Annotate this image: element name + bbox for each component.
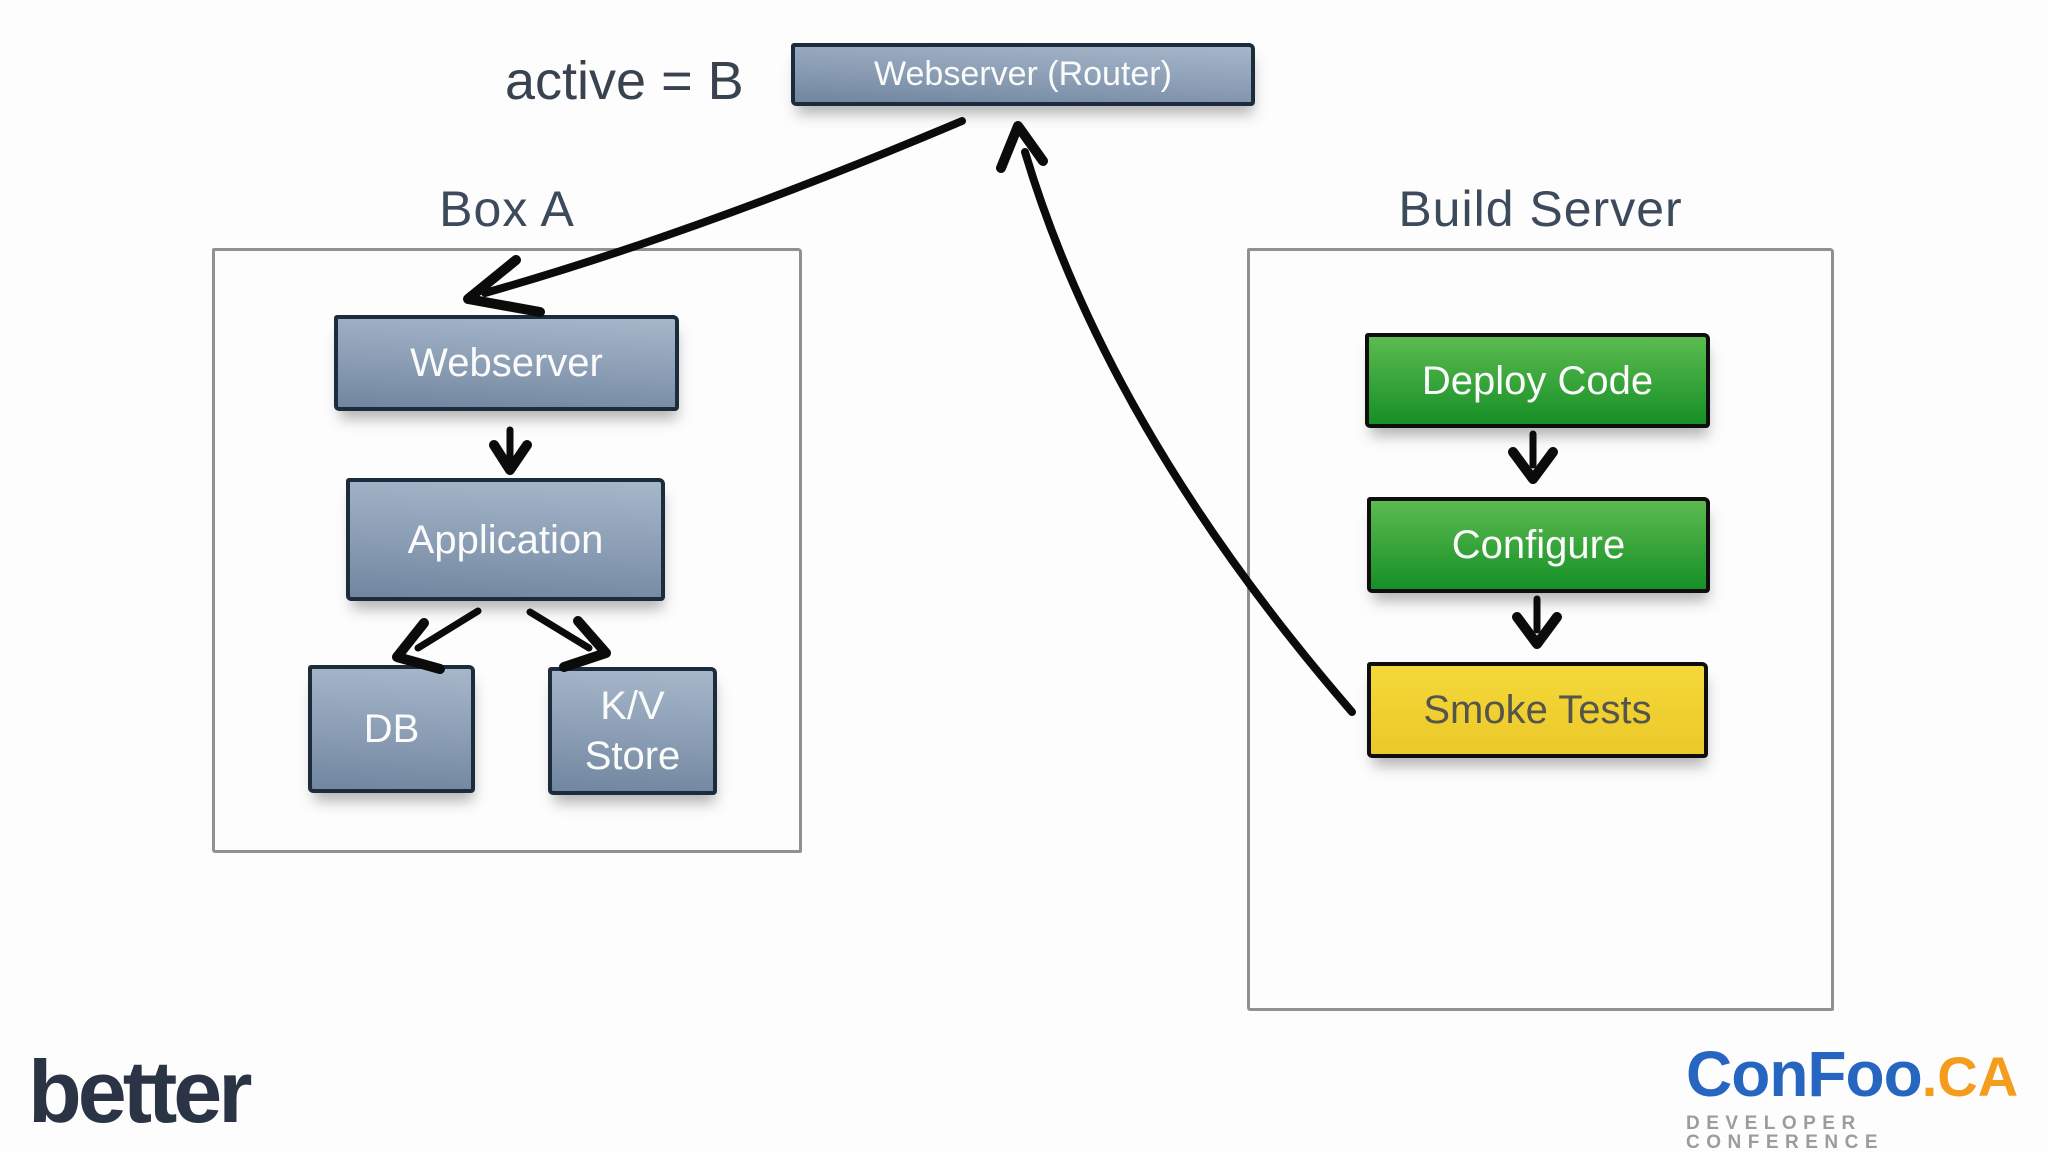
- webserver-node: Webserver: [334, 315, 679, 411]
- db-node: DB: [308, 665, 475, 793]
- configure-node: Configure: [1367, 497, 1710, 593]
- kv-store-node: K/V Store: [548, 667, 717, 795]
- confoo-wordmark: ConFoo.CA: [1686, 1042, 2048, 1106]
- confoo-tagline: DEVELOPER CONFERENCE: [1686, 1113, 1885, 1152]
- application-node: Application: [346, 478, 665, 601]
- box-a-title: Box A: [439, 181, 575, 237]
- deploy-code-node: Deploy Code: [1365, 333, 1710, 428]
- confoo-name: ConFoo: [1686, 1038, 1923, 1110]
- kv-store-node-label: K/V Store: [584, 684, 681, 778]
- confoo-tld: .CA: [1921, 1045, 2019, 1108]
- smoke-tests-node: Smoke Tests: [1367, 662, 1708, 758]
- application-node-label: Application: [407, 517, 604, 562]
- router-node-label: Webserver (Router): [874, 55, 1172, 94]
- better-logo: better: [28, 1042, 252, 1141]
- smoke-tests-node-label: Smoke Tests: [1423, 688, 1652, 732]
- db-node-label: DB: [363, 707, 420, 751]
- webserver-node-label: Webserver: [410, 341, 603, 385]
- configure-node-label: Configure: [1451, 523, 1626, 567]
- confoo-logo: ConFoo.CA DEVELOPER CONFERENCE: [1686, 1042, 2048, 1152]
- active-equals-label: active = B: [505, 51, 744, 111]
- deploy-code-node-label: Deploy Code: [1421, 358, 1654, 403]
- build-server-title: Build Server: [1398, 181, 1683, 237]
- router-node: Webserver (Router): [791, 43, 1255, 106]
